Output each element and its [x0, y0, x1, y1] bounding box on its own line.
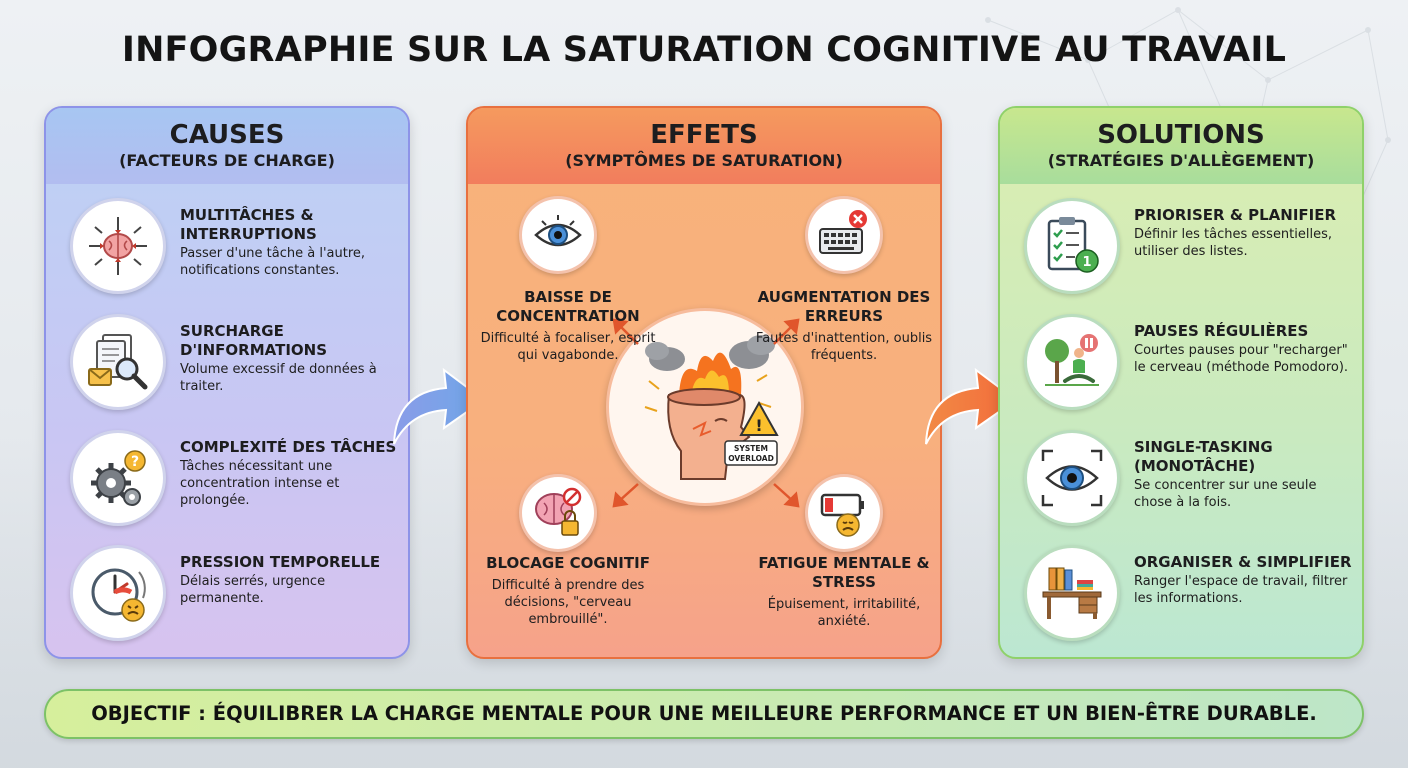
- solution-desc: Se concentrer sur une seule chose à la f…: [1134, 478, 1317, 510]
- overload-sign-line2: OVERLOAD: [728, 454, 774, 463]
- effects-panel: EFFETS (SYMPTÔMES DE SATURATION) ! SYSTE…: [466, 106, 942, 659]
- cause-title: MULTITÂCHES & INTERRUPTIONS: [180, 206, 317, 243]
- effect-desc: Épuisement, irritabilité, anxiété.: [767, 597, 921, 629]
- causes-header: CAUSES (FACTEURS DE CHARGE): [46, 108, 408, 184]
- solution-title: PRIORISER & PLANIFIER: [1134, 206, 1337, 224]
- effects-header: EFFETS (SYMPTÔMES DE SATURATION): [468, 108, 940, 184]
- effect-desc: Difficulté à prendre des décisions, "cer…: [491, 578, 645, 627]
- effects-heading: EFFETS: [650, 120, 758, 150]
- low-battery-icon: [820, 493, 864, 537]
- svg-text:!: !: [755, 416, 762, 435]
- effect-desc: Fautes d'inattention, oublis fréquents.: [755, 331, 933, 363]
- effect-title: FATIGUE MENTALE & STRESS: [758, 554, 930, 591]
- flow-arrow-icon: [393, 367, 486, 445]
- cause-title: PRESSION TEMPORELLE: [180, 553, 381, 571]
- effect-title: BAISSE DE CONCENTRATION: [496, 288, 640, 325]
- clock-stress-icon: [91, 568, 146, 622]
- solutions-heading: SOLUTIONS: [1097, 120, 1265, 150]
- overload-sign-line1: SYSTEM: [734, 444, 768, 453]
- solution-desc: Définir les tâches essentielles, utilise…: [1134, 227, 1333, 259]
- solution-desc: Ranger l'espace de travail, filtrer les …: [1134, 574, 1348, 606]
- cause-desc: Volume excessif de données à traiter.: [180, 362, 377, 394]
- burning-head-icon: ! SYSTEM OVERLOAD: [644, 335, 779, 480]
- checklist-icon: 1: [1047, 217, 1099, 273]
- solution-desc: Courtes pauses pour "recharger" le cerve…: [1134, 343, 1349, 375]
- documents-magnifier-icon: [88, 334, 148, 390]
- solution-item-organize: ORGANISER & SIMPLIFIER Ranger l'espace d…: [1024, 545, 1352, 645]
- desk-organize-icon: [1042, 567, 1102, 619]
- cause-title: COMPLEXITÉ DES TÂCHES: [180, 438, 397, 456]
- page-title: INFOGRAPHIE SUR LA SATURATION COGNITIVE …: [121, 30, 1287, 70]
- solutions-subheading: (STRATÉGIES D'ALLÈGEMENT): [1047, 151, 1315, 170]
- effect-connector-arrows-icon: [612, 318, 800, 508]
- cause-desc: Tâches nécessitant une concentration int…: [180, 459, 340, 508]
- effect-desc: Difficulté à focaliser, esprit qui vagab…: [480, 331, 656, 363]
- flow-arrow-icon: [925, 367, 1018, 445]
- eye-icon: [534, 215, 582, 247]
- solution-item-breaks: PAUSES RÉGULIÈRES Courtes pauses pour "r…: [1024, 314, 1352, 414]
- cause-item-task-complexity: ? COMPLEXITÉ DES TÂCHES Tâches nécessita…: [70, 430, 398, 530]
- cause-title: SURCHARGE D'INFORMATIONS: [180, 322, 328, 359]
- solution-item-prioritize: 1 PRIORISER & PLANIFIER Définir les tâch…: [1024, 198, 1352, 298]
- solution-title: ORGANISER & SIMPLIFIER: [1134, 553, 1352, 571]
- meditation-pause-icon: [1045, 334, 1099, 386]
- keyboard-error-icon: [819, 210, 867, 254]
- gears-question-icon: ?: [91, 450, 146, 506]
- focus-eye-icon: [1041, 449, 1103, 507]
- solutions-panel: SOLUTIONS (STRATÉGIES D'ALLÈGEMENT) 1 PR…: [998, 106, 1364, 659]
- brain-lock-icon: [535, 487, 582, 536]
- causes-panel: CAUSES (FACTEURS DE CHARGE) MULTITÂCHES …: [44, 106, 410, 659]
- effects-subheading: (SYMPTÔMES DE SATURATION): [565, 151, 843, 170]
- solution-title: SINGLE-TASKING (MONOTÂCHE): [1134, 438, 1273, 475]
- solution-item-single-tasking: SINGLE-TASKING (MONOTÂCHE) Se concentrer…: [1024, 430, 1352, 530]
- cause-desc: Délais serrés, urgence permanente.: [180, 574, 326, 606]
- causes-subheading: (FACTEURS DE CHARGE): [119, 151, 335, 170]
- cause-item-information-overload: SURCHARGE D'INFORMATIONS Volume excessif…: [70, 314, 398, 414]
- effect-title: AUGMENTATION DES ERREURS: [757, 288, 931, 325]
- effect-title: BLOCAGE COGNITIF: [486, 554, 650, 572]
- svg-text:1: 1: [1082, 255, 1091, 270]
- cause-item-multitasking: MULTITÂCHES & INTERRUPTIONS Passer d'une…: [70, 198, 398, 298]
- brain-arrows-icon: [89, 217, 147, 275]
- causes-heading: CAUSES: [169, 120, 285, 150]
- cause-item-time-pressure: PRESSION TEMPORELLE Délais serrés, urgen…: [70, 545, 398, 645]
- solution-title: PAUSES RÉGULIÈRES: [1134, 322, 1309, 340]
- cause-desc: Passer d'une tâche à l'autre, notificati…: [180, 246, 366, 278]
- overloaded-head-illustration: ! SYSTEM OVERLOAD: [606, 308, 804, 506]
- svg-text:?: ?: [131, 454, 139, 470]
- objective-banner: OBJECTIF : ÉQUILIBRER LA CHARGE MENTALE …: [44, 689, 1364, 739]
- solutions-header: SOLUTIONS (STRATÉGIES D'ALLÈGEMENT): [1000, 108, 1362, 184]
